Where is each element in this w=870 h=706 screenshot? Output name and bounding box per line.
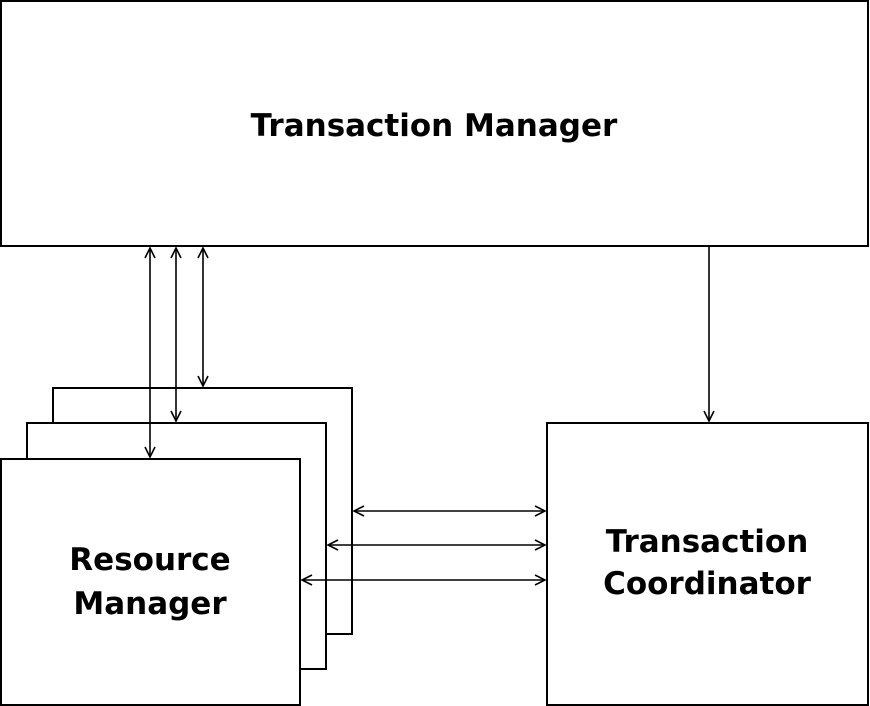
transaction-manager-label: Transaction Manager [251, 108, 618, 144]
transaction-coordinator-label-line2: Coordinator [603, 566, 812, 602]
resource-manager-label-line2: Manager [73, 586, 227, 622]
resource-manager-stack: Resource Manager [0, 387, 353, 706]
transaction-coordinator-box: Transaction Coordinator [546, 422, 869, 706]
transaction-manager-box: Transaction Manager [0, 0, 869, 247]
resource-manager-front-box [0, 458, 301, 706]
transaction-coordinator-label-line1: Transaction [606, 524, 809, 560]
resource-manager-label-line1: Resource [69, 542, 230, 578]
